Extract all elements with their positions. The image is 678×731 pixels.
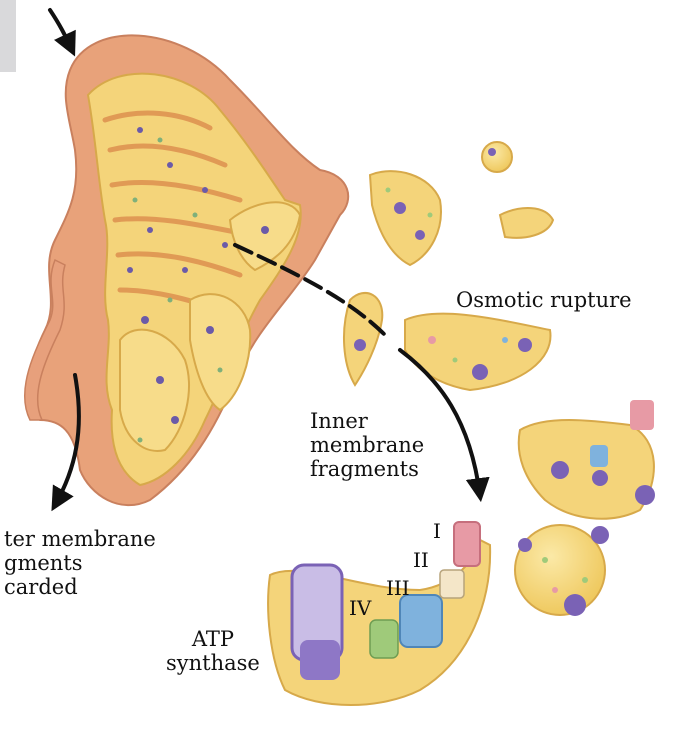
ruptured-fragments xyxy=(344,142,655,616)
label-line: Inner xyxy=(310,409,424,433)
label-line: ter membrane xyxy=(4,527,156,551)
label-complex-ii: II xyxy=(413,548,429,572)
complex-i-shape xyxy=(454,522,480,566)
label-line: gments xyxy=(4,551,156,575)
label-line: ATP xyxy=(166,627,260,651)
label-inner-membrane-fragments: Inner membrane fragments xyxy=(310,409,424,481)
complex-iv-shape xyxy=(370,620,398,658)
label-outer-membrane-discarded: ter membrane gments carded xyxy=(4,527,156,599)
label-line: carded xyxy=(4,575,156,599)
label-line: fragments xyxy=(310,457,424,481)
arrow-top xyxy=(50,10,72,50)
label-complex-i: I xyxy=(433,519,441,543)
complex-iii-shape xyxy=(400,595,442,647)
inner-membrane-fragment-with-complexes xyxy=(268,522,490,705)
label-complex-iv: IV xyxy=(349,596,371,620)
label-complex-iii: III xyxy=(386,576,410,600)
complex-ii-shape xyxy=(440,570,464,598)
label-osmotic-rupture: Osmotic rupture xyxy=(456,288,632,312)
label-line: synthase xyxy=(166,651,260,675)
label-line: membrane xyxy=(310,433,424,457)
label-atp-synthase: ATP synthase xyxy=(166,627,260,675)
